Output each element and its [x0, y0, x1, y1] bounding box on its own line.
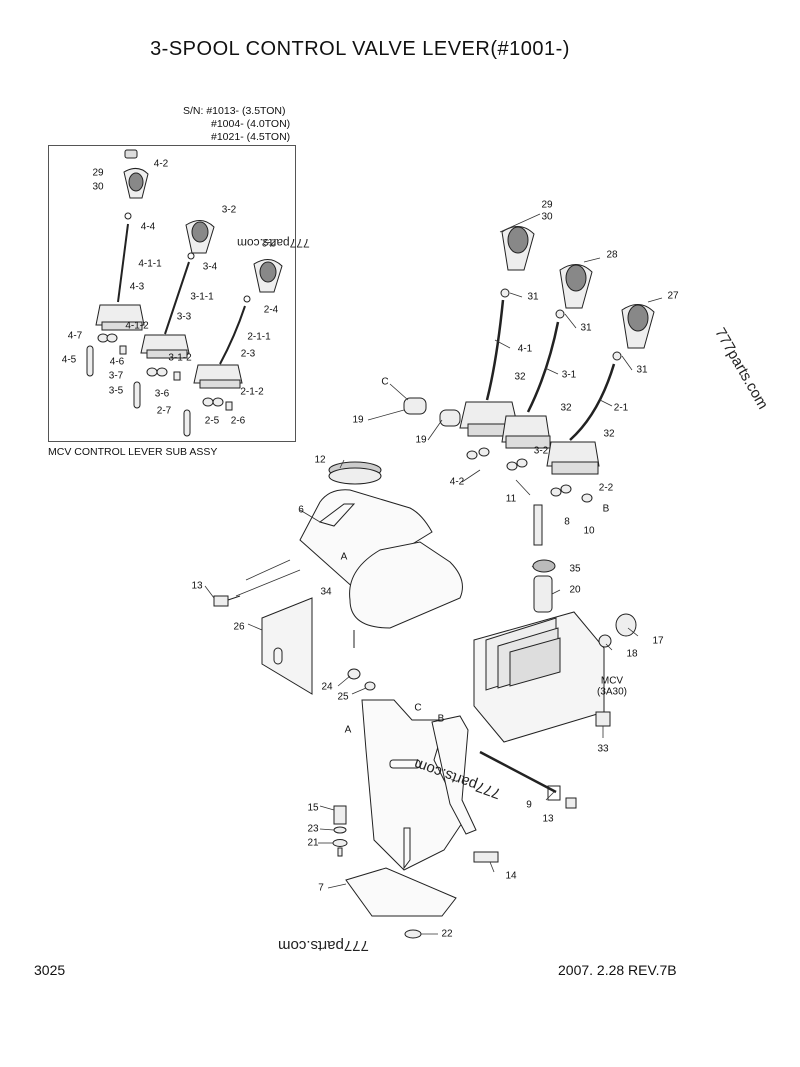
callout-label: C	[414, 702, 422, 714]
callout-label: 22	[441, 928, 453, 940]
serial-note: S/N: #1013- (3.5TON)	[183, 105, 286, 117]
callout-label: 34	[320, 586, 332, 598]
page-number: 3025	[34, 962, 66, 978]
callout-label: 2-2	[598, 482, 614, 494]
callout-label: C	[381, 376, 389, 388]
callout-label: 4-5	[61, 354, 77, 366]
callout-label: 32	[603, 428, 615, 440]
callout-label: 3-1	[561, 369, 577, 381]
callout-label: 2-1-1	[247, 331, 271, 343]
callout-label: 26	[233, 621, 245, 633]
callout-label: 3-5	[108, 385, 124, 397]
mcv-label: MCV	[600, 675, 624, 687]
callout-label: 6	[298, 504, 304, 516]
callout-label: 29	[541, 199, 553, 211]
serial-note: #1004- (4.0TON)	[211, 118, 291, 130]
sub-assembly-caption: MCV CONTROL LEVER SUB ASSY	[48, 446, 218, 458]
callout-label: 2-5	[204, 415, 220, 427]
callout-label: 4-2	[449, 476, 465, 488]
callout-label: 4-7	[67, 330, 83, 342]
sub-knob-3-2	[185, 220, 215, 260]
callout-label: 29	[92, 167, 104, 179]
callout-label: 27	[667, 290, 679, 302]
callout-label: 24	[321, 681, 333, 693]
callout-label: 2-6	[230, 415, 246, 427]
callout-label: 10	[583, 525, 595, 537]
callout-label: 3-4	[202, 261, 218, 273]
callout-label: 11	[505, 493, 517, 505]
callout-label: 35	[569, 563, 581, 575]
callout-label: 13	[191, 580, 203, 592]
callout-label: 31	[580, 322, 592, 334]
callout-label: 2-1-2	[240, 386, 264, 398]
callout-label: 28	[606, 249, 618, 261]
callout-label: 31	[527, 291, 539, 303]
callout-label: 13	[542, 813, 554, 825]
callout-label: 14	[505, 870, 517, 882]
callout-label: 25	[337, 691, 349, 703]
revision-info: 2007. 2.28 REV.7B	[558, 962, 677, 978]
sub-assembly-frame	[48, 145, 296, 442]
callout-label: 4-2	[153, 158, 169, 170]
callout-label: 12	[314, 454, 326, 466]
callout-label: 21	[307, 837, 319, 849]
main-knob-27	[621, 304, 655, 349]
callout-label: 20	[569, 584, 581, 596]
callout-label: 32	[514, 371, 526, 383]
callout-label: 3-1-1	[190, 291, 214, 303]
callout-label: 8	[564, 516, 570, 528]
callout-label: 3-1-2	[168, 352, 192, 364]
callout-label: 33	[597, 743, 609, 755]
callout-label: 2-3	[240, 348, 256, 360]
callout-label: 3-3	[176, 311, 192, 323]
callout-label: 7	[318, 882, 324, 894]
watermark: 777parts.com	[278, 937, 369, 954]
serial-note: #1021- (4.5TON)	[211, 131, 291, 143]
callout-label: 30	[541, 211, 553, 223]
callout-label: 31	[636, 364, 648, 376]
callout-label: 2-7	[156, 405, 172, 417]
callout-label: 4-3	[129, 281, 145, 293]
page-title: 3-SPOOL CONTROL VALVE LEVER(#1001-)	[150, 38, 570, 60]
callout-label: 9	[526, 799, 532, 811]
callout-label: 2-1	[613, 402, 629, 414]
callout-label: 3-7	[108, 370, 124, 382]
callout-label: 2-4	[263, 304, 279, 316]
callout-label: 15	[307, 802, 319, 814]
callout-label: A	[340, 551, 348, 563]
main-knob-28	[559, 264, 593, 309]
callout-label: B	[437, 713, 445, 725]
sub-knob-4-2	[123, 149, 149, 220]
callout-label: 3-2	[533, 445, 549, 457]
callout-label: 18	[626, 648, 638, 660]
main-knob-29	[501, 226, 535, 271]
callout-label: 32	[560, 402, 572, 414]
callout-label: 17	[652, 635, 664, 647]
callout-label: 30	[92, 181, 104, 193]
callout-label: A	[344, 724, 352, 736]
callout-label: 4-1	[517, 343, 533, 355]
callout-label: B	[602, 503, 610, 515]
callout-label: 19	[352, 414, 364, 426]
callout-label: 3-2	[221, 204, 237, 216]
callout-label: 4-1-2	[125, 320, 149, 332]
sub-knob-2-2	[243, 259, 283, 303]
callout-label: 4-1-1	[138, 258, 162, 270]
callout-label: 4-4	[140, 221, 156, 233]
callout-label: 23	[307, 823, 319, 835]
watermark: 777parts.com	[237, 236, 310, 250]
callout-label: 4-6	[109, 356, 125, 368]
callout-label: 19	[415, 434, 427, 446]
callout-label: 3-6	[154, 388, 170, 400]
mcv-model: (3A30)	[596, 686, 628, 698]
